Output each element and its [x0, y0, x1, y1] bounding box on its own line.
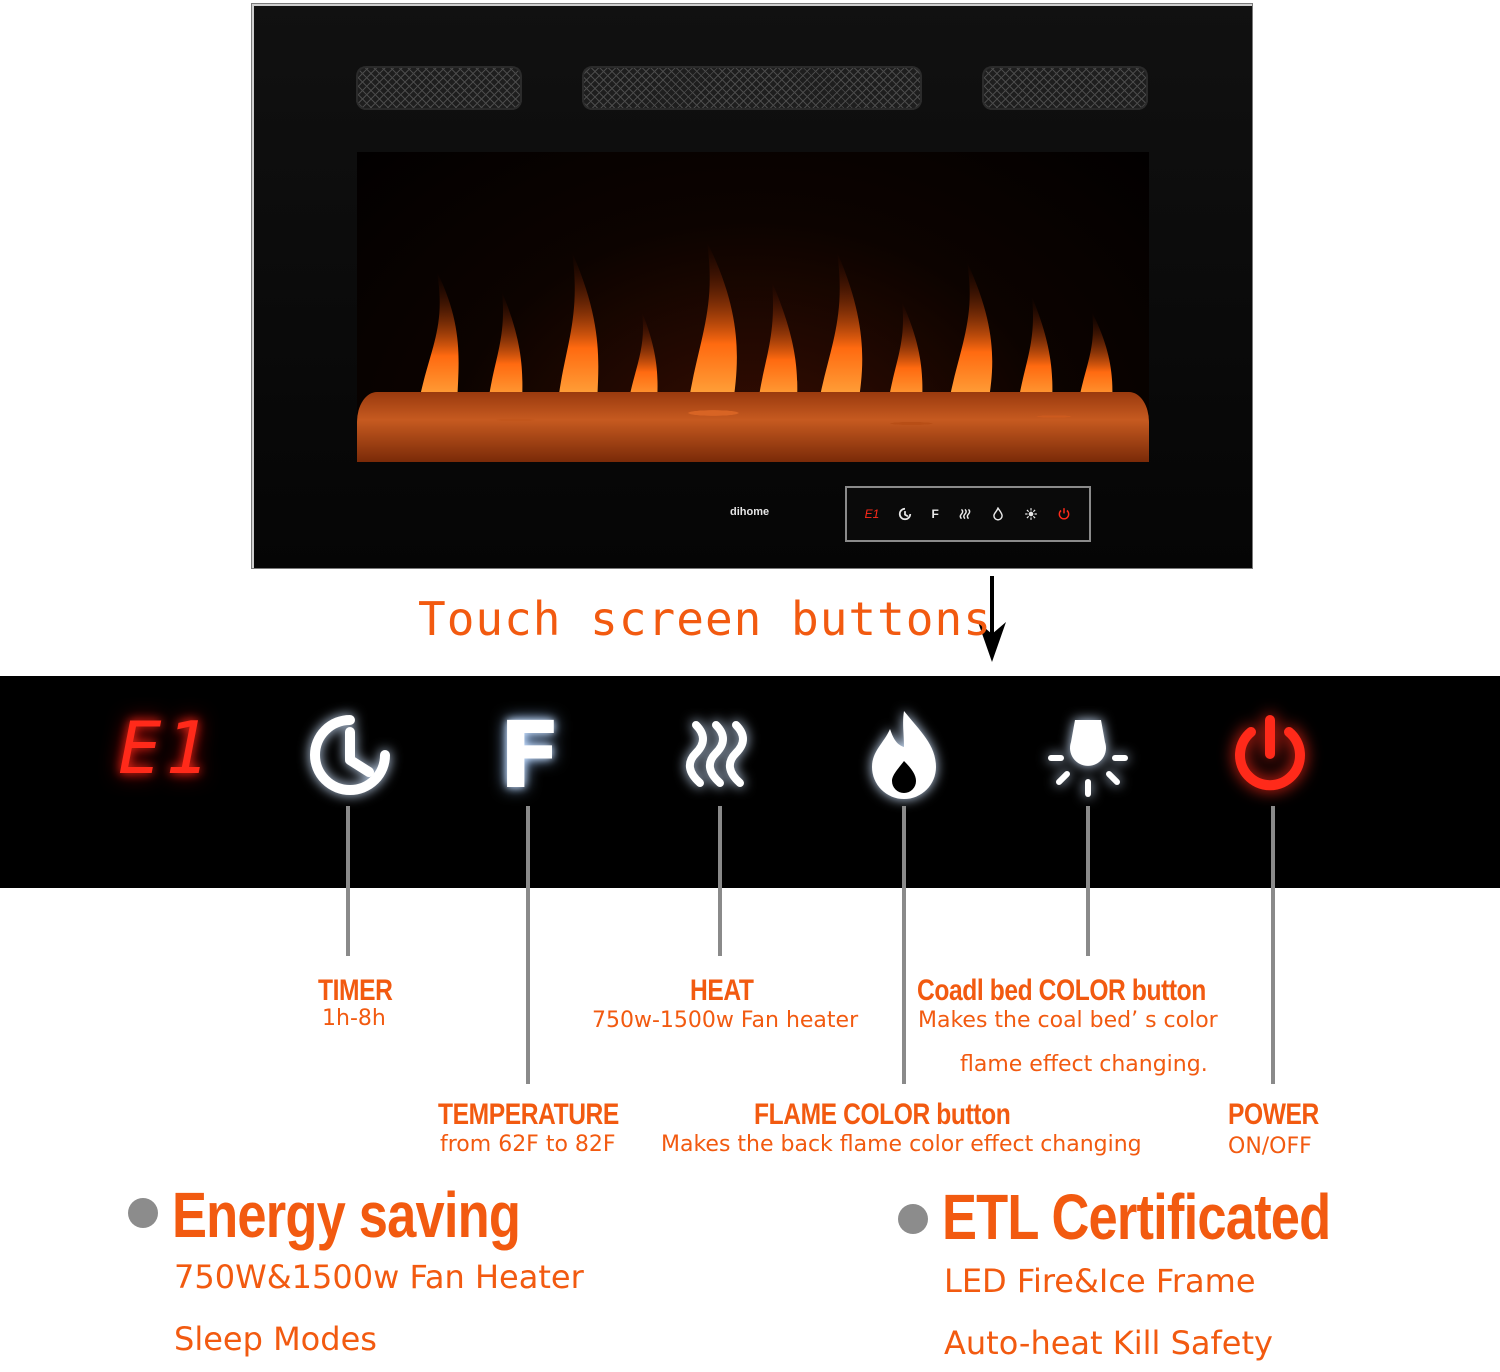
- power-title: POWER: [1228, 1098, 1319, 1131]
- mini-flame-icon: [993, 507, 1003, 521]
- mini-timer-icon: [899, 507, 912, 521]
- timer-title: TIMER: [318, 974, 393, 1007]
- down-arrow-icon: [978, 576, 1006, 662]
- energy-feature-item: Sleep Modes: [174, 1320, 377, 1358]
- timer-leader-line: [346, 806, 350, 956]
- fireplace-product: dihome E1 F: [251, 3, 1253, 569]
- top-vent-right: [982, 66, 1148, 110]
- flame-color-title: FLAME COLOR button: [754, 1098, 1011, 1131]
- heat-button[interactable]: [672, 700, 768, 810]
- power-desc: ON/OFF: [1228, 1134, 1312, 1159]
- heat-leader-line: [718, 806, 722, 956]
- bullet-icon: [898, 1204, 928, 1234]
- etl-feature-item: Auto-heat Kill Safety: [944, 1324, 1273, 1362]
- headline: Touch screen buttons: [418, 592, 992, 646]
- light-icon: [1048, 720, 1128, 797]
- flames-graphic: [417, 242, 1113, 412]
- firebox: [357, 152, 1149, 462]
- bullet-icon: [128, 1198, 158, 1228]
- flame-leader-line: [902, 806, 906, 1084]
- mini-fan-letter: F: [931, 507, 939, 521]
- temperature-button[interactable]: F: [482, 700, 578, 810]
- timer-desc: 1h-8h: [322, 1006, 386, 1031]
- power-icon: [1235, 715, 1305, 791]
- top-vent-left: [356, 66, 522, 110]
- energy-feature-item: 750W&1500w Fan Heater: [174, 1258, 584, 1296]
- timer-button[interactable]: [302, 700, 398, 810]
- etl-feature-item: LED Fire&Ice Frame: [944, 1262, 1256, 1300]
- log-bed: [357, 392, 1149, 462]
- temperature-leader-line: [526, 806, 530, 1084]
- mini-power-icon: [1058, 508, 1070, 520]
- heat-desc: 750w-1500w Fan heater: [592, 1008, 859, 1033]
- flame-icon: [872, 711, 936, 799]
- flame-color-desc: Makes the back flame color effect changi…: [661, 1132, 1142, 1157]
- coal-bed-title: Coadl bed COLOR button: [917, 974, 1206, 1007]
- mini-display: E1: [864, 507, 880, 521]
- brand-logo: dihome: [730, 506, 770, 518]
- temperature-desc: from 62F to 82F: [440, 1132, 616, 1157]
- mini-heat-icon: [959, 508, 971, 520]
- mini-control-panel: E1 F: [845, 486, 1091, 542]
- etl-certificated-title: ETL Certificated: [942, 1181, 1331, 1253]
- heat-icon: [686, 721, 747, 787]
- flame-color-button[interactable]: [856, 700, 952, 810]
- temperature-f-icon: F: [498, 701, 562, 809]
- mini-light-icon: [1025, 508, 1038, 520]
- coal-bed-desc-1: Makes the coal bed’ s color: [918, 1008, 1218, 1033]
- coal-bed-leader-line: [1086, 806, 1090, 956]
- timer-icon: [310, 715, 390, 795]
- heat-title: HEAT: [690, 974, 754, 1007]
- temperature-title: TEMPERATURE: [438, 1098, 619, 1131]
- led-display-text: E1: [118, 706, 213, 790]
- led-display: E1: [118, 706, 238, 796]
- power-leader-line: [1271, 806, 1275, 1084]
- top-vent-center: [582, 66, 922, 110]
- power-button[interactable]: [1222, 700, 1318, 810]
- coal-bed-desc-2: flame effect changing.: [960, 1052, 1208, 1077]
- coal-bed-color-button[interactable]: [1040, 700, 1136, 810]
- energy-saving-title: Energy saving: [172, 1179, 521, 1251]
